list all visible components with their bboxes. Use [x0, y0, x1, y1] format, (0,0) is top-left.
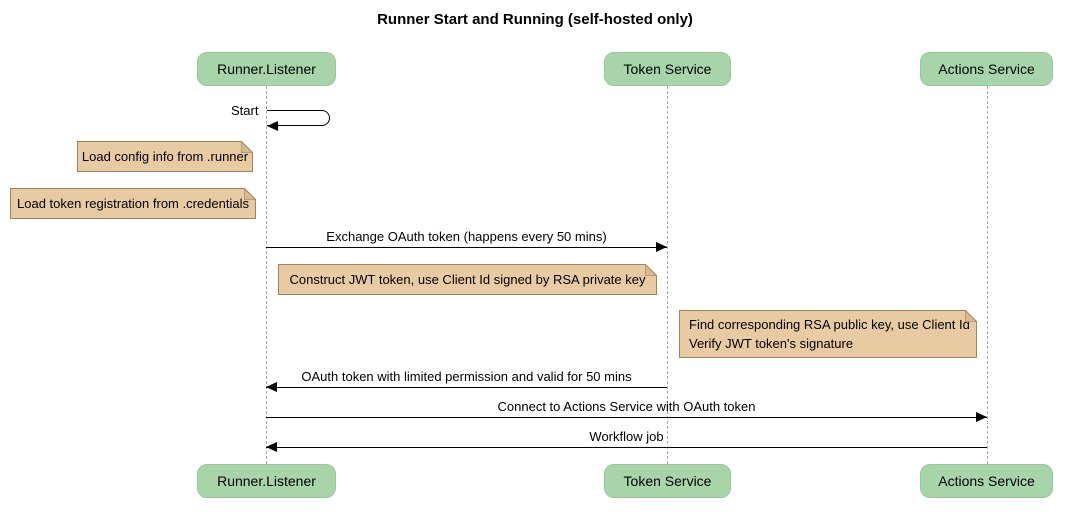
arrowhead-right-icon [976, 412, 987, 422]
arrowhead-right-icon [656, 242, 667, 252]
note-fold-icon [244, 188, 256, 200]
note-fold-icon [965, 310, 977, 322]
note-text: Load config info from .runner [81, 149, 249, 164]
message-line [266, 417, 987, 418]
actor-token-service-top: Token Service [604, 52, 731, 86]
actor-actions-service-bottom: Actions Service [920, 464, 1053, 498]
actor-runner-listener-top: Runner.Listener [197, 52, 336, 86]
message-line [266, 387, 667, 388]
note-load-config: Load config info from .runner [77, 141, 253, 172]
lifeline-runner-listener [266, 86, 267, 464]
note-text: Construct JWT token, use Client Id signe… [289, 272, 646, 287]
lifeline-actions-service [987, 86, 988, 464]
arrowhead-left-icon [266, 382, 277, 392]
diagram-title: Runner Start and Running (self-hosted on… [377, 11, 693, 28]
note-fold-icon [645, 264, 657, 276]
note-load-token-registration: Load token registration from .credential… [10, 188, 256, 219]
actor-actions-service-top: Actions Service [920, 52, 1053, 86]
self-message-start-label: Start [231, 103, 259, 118]
lifeline-token-service [667, 86, 668, 464]
note-verify-jwt: Find corresponding RSA public key, use C… [679, 310, 977, 358]
actor-token-service-bottom: Token Service [604, 464, 731, 498]
note-text: Find corresponding RSA public key, use C… [689, 317, 970, 351]
message-line [266, 247, 667, 248]
actor-runner-listener-bottom: Runner.Listener [197, 464, 336, 498]
arrowhead-left-icon [267, 121, 278, 131]
note-fold-icon [241, 141, 253, 153]
self-message-start-arrow [267, 110, 330, 126]
message-line [266, 447, 987, 448]
note-construct-jwt: Construct JWT token, use Client Id signe… [278, 264, 657, 295]
arrowhead-left-icon [266, 442, 277, 452]
message-label: OAuth token with limited permission and … [301, 369, 632, 384]
note-text: Load token registration from .credential… [17, 196, 249, 211]
message-label: Connect to Actions Service with OAuth to… [497, 399, 756, 414]
message-label: Exchange OAuth token (happens every 50 m… [326, 229, 607, 244]
message-label: Workflow job [589, 429, 664, 444]
